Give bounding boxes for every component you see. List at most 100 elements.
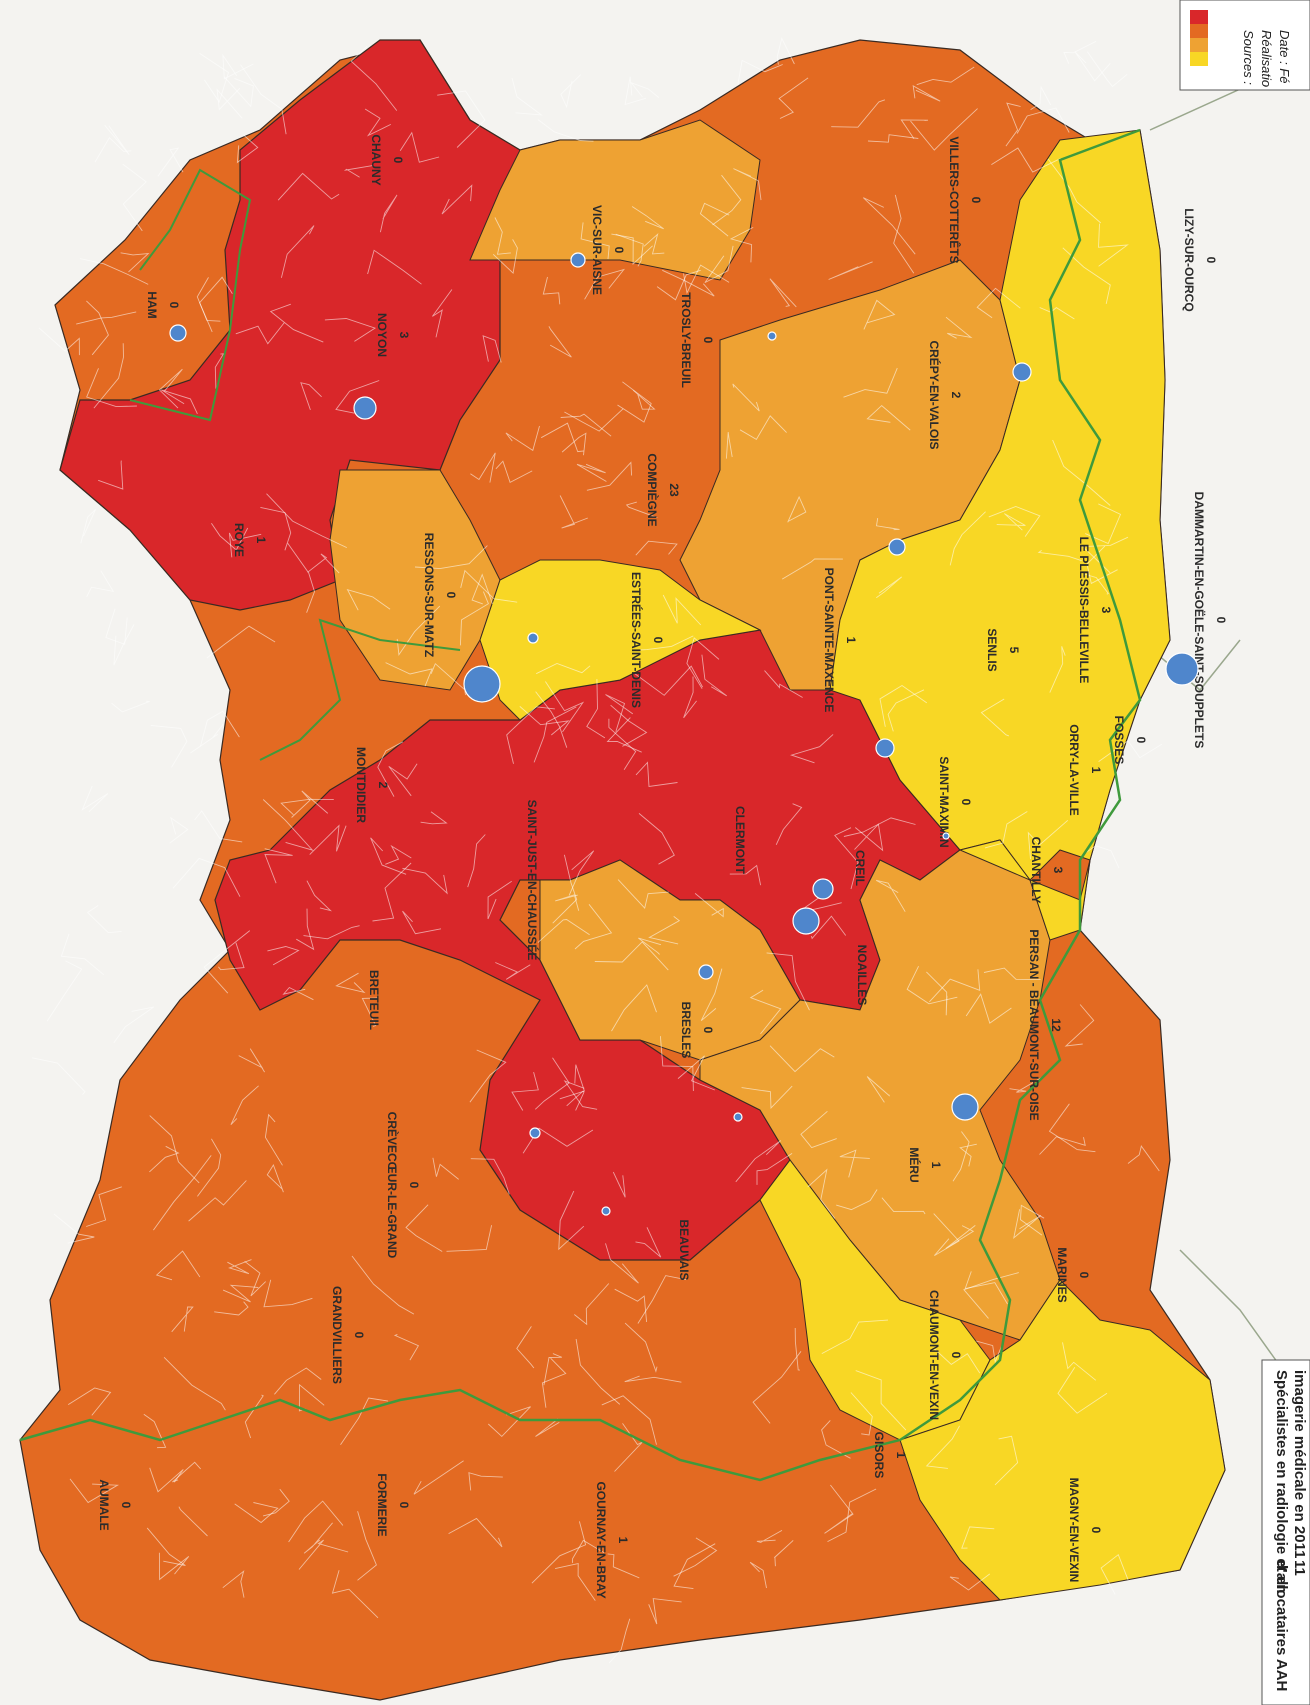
commune-edge [402, 867, 448, 895]
specialist-dot [527, 632, 539, 644]
territory-name: NOYON [375, 313, 389, 357]
commune-edge [113, 624, 135, 666]
specialist-dot [767, 331, 777, 341]
commune-edge [773, 1540, 794, 1567]
commune-edge [910, 108, 978, 151]
territory-name: MAGNY-EN-VEXIN [1067, 1478, 1081, 1583]
commune-edge [218, 942, 245, 971]
commune-edge [197, 1138, 222, 1197]
territory-label-31: BEAUVAIS [677, 1219, 691, 1280]
commune-edge [638, 937, 662, 955]
commune-edge [1016, 107, 1070, 134]
commune-edge [933, 1213, 960, 1256]
specialist-dots [169, 252, 1199, 1216]
specialist-dot [463, 665, 501, 703]
commune-edge [67, 1387, 112, 1416]
commune-edge [906, 966, 958, 1005]
commune-edge [432, 1157, 459, 1180]
commune-edge [262, 799, 314, 851]
commune-edge [635, 540, 678, 556]
commune-edge [615, 233, 644, 267]
commune-edge [648, 1598, 682, 1625]
commune-edge [648, 916, 681, 945]
commune-edge [214, 1301, 249, 1316]
commune-edge [827, 1488, 877, 1543]
commune-edge [531, 1521, 587, 1584]
commune-edge [171, 1306, 194, 1333]
commune-edge [393, 1333, 420, 1361]
commune-edge [280, 225, 315, 278]
commune-edge [494, 217, 511, 255]
commune-edge [576, 463, 607, 482]
commune-edge [282, 986, 314, 1001]
territory-label-25: NOAILLES [855, 945, 869, 1006]
commune-edge [430, 662, 466, 696]
commune-edge [580, 222, 610, 260]
commune-edge [150, 724, 188, 768]
commune-edge [158, 368, 183, 409]
commune-edge [607, 1553, 640, 1579]
commune-edge [558, 1190, 585, 1251]
commune-edge [203, 930, 251, 994]
commune-edge [610, 704, 648, 747]
commune-edge [952, 1131, 970, 1182]
commune-edge [949, 1573, 991, 1591]
specialist-dot [733, 1112, 743, 1122]
territory-value: 0 [352, 1332, 366, 1339]
commune-edge [584, 268, 626, 300]
commune-edge [468, 1472, 503, 1491]
commune-edge [343, 165, 373, 178]
commune-edge [38, 327, 80, 356]
commune-edge [677, 1055, 715, 1091]
commune-edge [1084, 573, 1109, 595]
commune-edge [945, 316, 973, 339]
commune-edge [963, 1272, 1019, 1319]
commune-edge [749, 989, 782, 1035]
commune-edge [399, 131, 440, 163]
commune-edge [560, 413, 612, 437]
commune-edge [169, 816, 189, 844]
commune-edge [586, 678, 606, 739]
commune-edge [370, 837, 407, 875]
commune-edge [834, 827, 859, 890]
commune-edge [471, 573, 493, 605]
commune-edge [766, 952, 810, 1011]
commune-edge [984, 811, 1028, 849]
commune-edge [446, 1225, 493, 1252]
commune-edge [843, 367, 898, 398]
territory-name: AUMALE [97, 1479, 111, 1530]
commune-edge [976, 287, 1021, 319]
territory-label-18: CLERMONT [733, 806, 747, 875]
commune-edge [800, 1110, 837, 1149]
commune-edge [534, 1057, 570, 1110]
territory-label-24: BRETEUIL [367, 970, 381, 1030]
commune-edge [402, 910, 442, 935]
commune-edge [1057, 1366, 1108, 1414]
territory-name: CREIL [853, 850, 867, 886]
specialist-dot [888, 538, 906, 556]
commune-edge [887, 689, 925, 732]
commune-edge [194, 810, 243, 843]
commune-edge [643, 232, 665, 255]
commune-edge [222, 53, 254, 80]
commune-edge [781, 558, 843, 580]
territory-name: PERSAN - BEAUMONT-SUR-OISE [1027, 929, 1041, 1120]
territory-value: 0 [407, 1182, 421, 1189]
territory-name: CRÈVECŒUR-LE-GRAND [385, 1112, 400, 1259]
commune-edge [994, 1435, 1019, 1486]
commune-edge [586, 461, 633, 491]
territory-name: CHAUNY [369, 134, 383, 185]
territory-name: BRESLES [679, 1002, 693, 1059]
territory-name: LIZY-SUR-OURCQ [1182, 208, 1196, 311]
commune-edge [1100, 1553, 1129, 1595]
territory-name: RESSONS-SUR-MATZ [422, 533, 436, 657]
territory-name: NOAILLES [855, 945, 869, 1006]
commune-edge [862, 197, 916, 255]
commune-edge [264, 1113, 283, 1166]
